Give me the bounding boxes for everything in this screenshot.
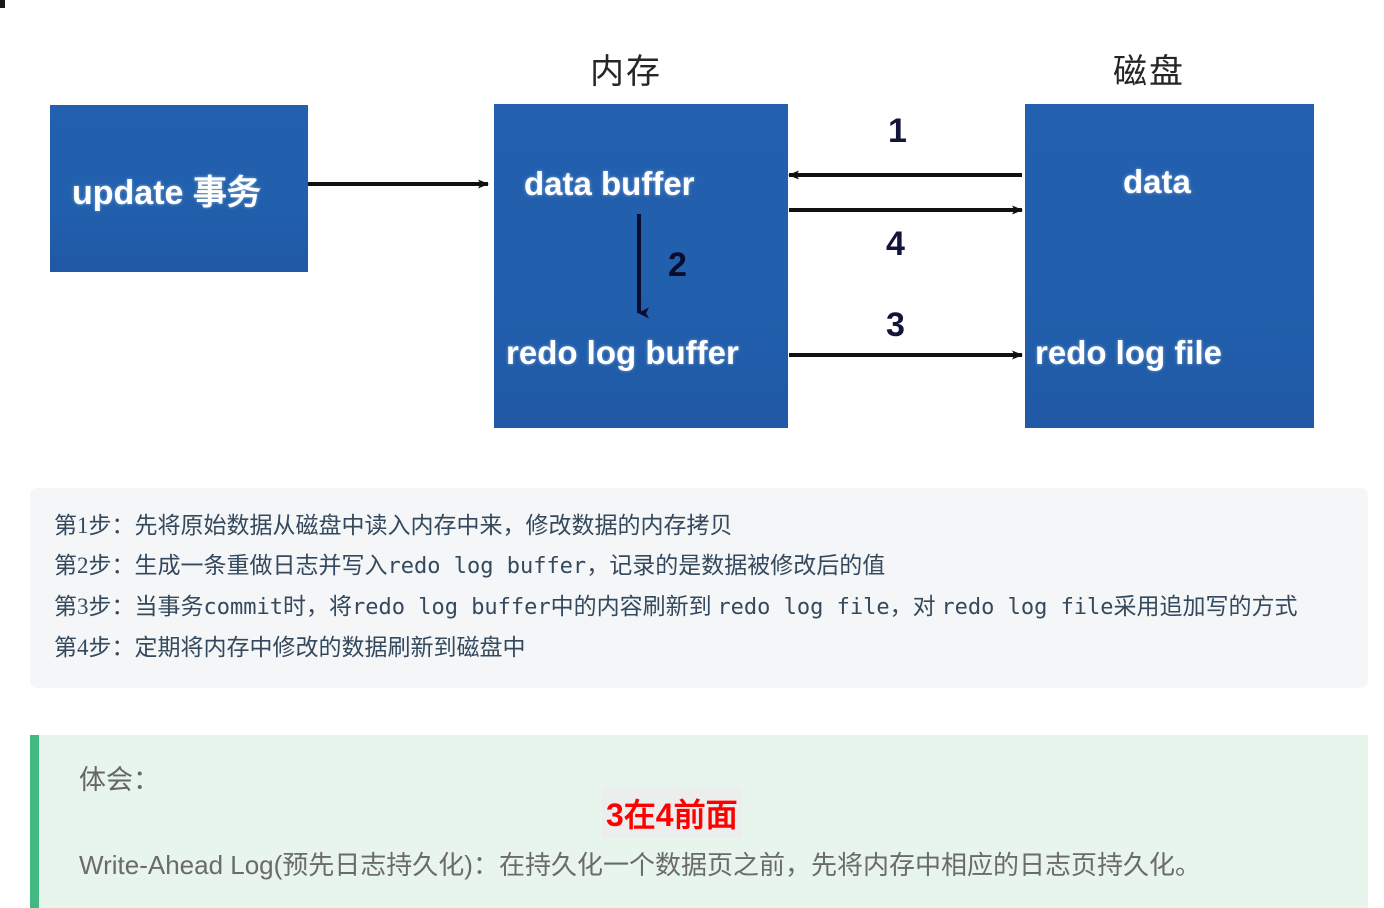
step-line-4: 第4步：定期将内存中修改的数据刷新到磁盘中 xyxy=(54,635,526,660)
step-line-2: 第2步：生成一条重做日志并写入redo log buffer，记录的是数据被修改… xyxy=(54,553,886,579)
redo-log-file-text: redo log file xyxy=(1035,334,1223,371)
disk-box xyxy=(1025,104,1314,428)
update-transaction-text: update 事务 xyxy=(72,174,261,212)
steps-block: 第1步：先将原始数据从磁盘中读入内存中来，修改数据的内存拷贝 第2步：生成一条重… xyxy=(30,488,1368,688)
step-line-1: 第1步：先将原始数据从磁盘中读入内存中来，修改数据的内存拷贝 xyxy=(54,513,733,538)
memory-box xyxy=(494,104,788,428)
note-title: 体会： xyxy=(79,765,160,795)
note-callout: 体会： Write-Ahead Log(预先日志持久化)：在持久化一个数据页之前… xyxy=(30,735,1368,908)
arrow-number-4: 4 xyxy=(886,225,905,263)
memory-label: 内存 xyxy=(590,54,662,91)
redo-log-flow-diagram: 内存 磁盘 update 事务 data buffer redo log buf… xyxy=(50,54,1314,428)
data-buffer-text: data buffer xyxy=(524,165,695,202)
update-transaction-box xyxy=(50,105,308,272)
redo-log-buffer-text: redo log buffer xyxy=(506,334,739,371)
arrow-number-3: 3 xyxy=(886,306,905,344)
disk-label: 磁盘 xyxy=(1113,54,1185,91)
data-text: data xyxy=(1123,163,1191,200)
note-body: Write-Ahead Log(预先日志持久化)：在持久化一个数据页之前，先将内… xyxy=(79,850,1201,880)
highlight-annotation: 3在4前面 xyxy=(602,788,742,838)
step-line-3: 第3步：当事务commit时，将redo log buffer中的内容刷新到 r… xyxy=(54,594,1298,620)
corner-artifact xyxy=(0,0,5,8)
arrow-number-2: 2 xyxy=(668,246,687,284)
arrow-number-1: 1 xyxy=(888,112,907,150)
